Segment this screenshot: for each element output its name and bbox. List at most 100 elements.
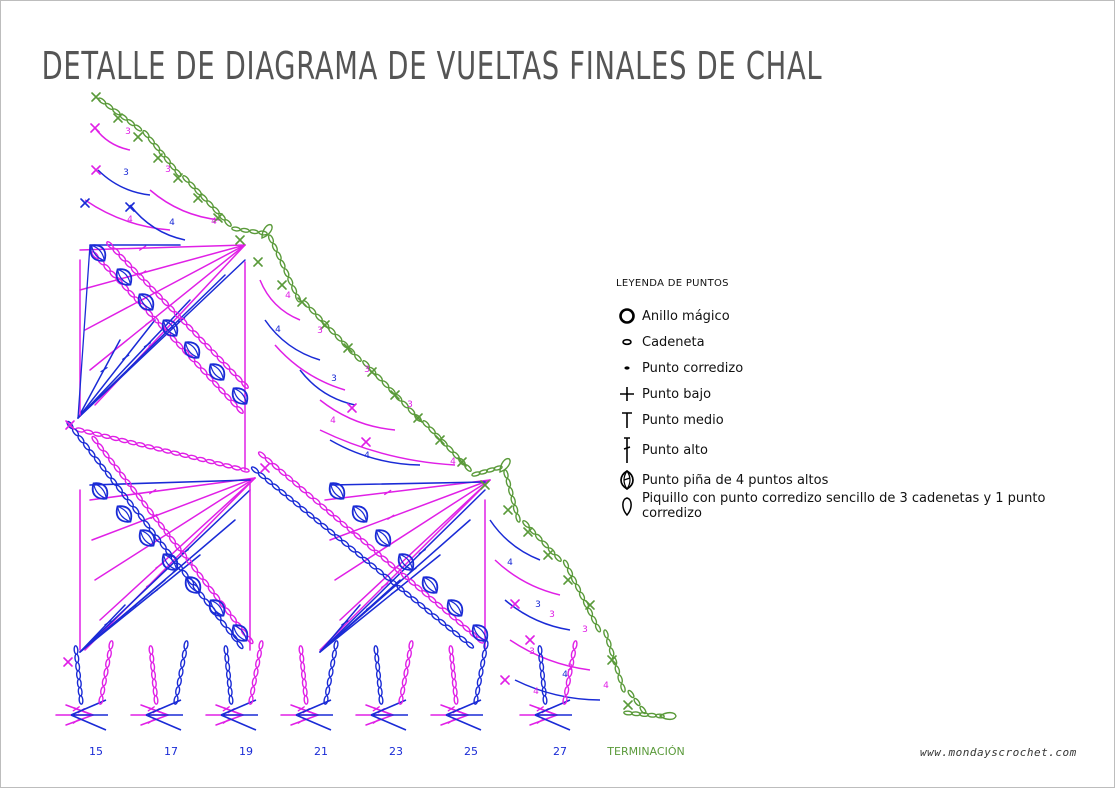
single-crochet-mark bbox=[543, 550, 553, 560]
round-label: 21 bbox=[314, 745, 328, 758]
chain-stitch bbox=[275, 251, 282, 261]
cross-stroke bbox=[277, 280, 287, 290]
chain-stitch bbox=[378, 695, 384, 705]
pineapple-inner bbox=[232, 387, 248, 405]
stitch-arc bbox=[514, 679, 601, 701]
pineapple-stitch bbox=[397, 553, 415, 571]
chain-stitch bbox=[450, 670, 457, 680]
round-label: 19 bbox=[239, 745, 253, 758]
stitch-count: 3 bbox=[549, 610, 555, 620]
chain-stitch bbox=[475, 685, 481, 696]
chain-stitch bbox=[231, 226, 241, 232]
double-crochet-stroke bbox=[290, 714, 319, 726]
pineapple-inner bbox=[92, 482, 108, 500]
double-crochet-bar bbox=[139, 245, 147, 251]
stitch-count: 4 bbox=[211, 217, 217, 227]
pineapple-outline bbox=[374, 529, 392, 547]
chain-stitch bbox=[562, 559, 570, 569]
chain-stitch bbox=[400, 685, 406, 696]
chain-stitch bbox=[231, 465, 242, 471]
chain-stitch bbox=[315, 313, 323, 322]
single-crochet-mark bbox=[320, 320, 330, 330]
picot-icon bbox=[622, 497, 632, 517]
chain-stitch bbox=[101, 433, 111, 440]
chain-stitch bbox=[478, 469, 489, 475]
chain-stitch bbox=[375, 373, 383, 382]
chain-stitch bbox=[639, 711, 649, 718]
cross-stroke bbox=[193, 193, 203, 203]
double-crochet-stroke bbox=[140, 714, 169, 726]
chain-stitch bbox=[283, 268, 290, 278]
stitch-count: 4 bbox=[127, 215, 133, 225]
double-crochet-stroke bbox=[329, 479, 491, 541]
stitch-count: 3 bbox=[535, 600, 541, 610]
pineapple-stitch bbox=[446, 599, 464, 617]
chain-stitch bbox=[450, 661, 456, 672]
chain-stitch bbox=[74, 653, 80, 664]
chain-stitch bbox=[375, 661, 381, 672]
pineapple-inner bbox=[352, 505, 368, 523]
pineapple-inner bbox=[375, 529, 391, 547]
round-label: 23 bbox=[389, 745, 403, 758]
cross-stroke bbox=[435, 435, 445, 445]
stitch-arc bbox=[259, 279, 301, 321]
chain-stitch bbox=[541, 540, 550, 549]
legend-item: Punto medio bbox=[616, 407, 1106, 433]
chain-stitch bbox=[594, 623, 602, 633]
single-crochet-mark bbox=[260, 463, 270, 473]
single-crochet-mark bbox=[361, 437, 371, 447]
single-crochet-icon bbox=[620, 387, 634, 401]
chain-stitch bbox=[522, 520, 530, 528]
pineapple-stitch bbox=[138, 529, 156, 547]
double-crochet-stroke bbox=[334, 479, 491, 581]
chain-stitch bbox=[539, 670, 546, 680]
double-crochet-stroke bbox=[319, 554, 441, 653]
chain-stitch bbox=[298, 645, 304, 655]
stitch-fan bbox=[70, 699, 108, 731]
chain-stitch bbox=[227, 686, 233, 697]
chain-stitch bbox=[150, 670, 157, 680]
chain-stitch bbox=[617, 674, 623, 684]
chain-stitch bbox=[108, 640, 114, 650]
cross-stroke bbox=[91, 92, 101, 102]
pineapple-inner bbox=[162, 553, 178, 571]
round-labels: 15 17 19 21 23 25 27 TERMINACIÓN bbox=[89, 745, 685, 758]
page-title: DETALLE DE DIAGRAMA DE VUELTAS FINALES D… bbox=[41, 44, 823, 88]
chain-stitch bbox=[540, 678, 546, 689]
chain-stitch bbox=[471, 471, 481, 477]
stitch-count: 3 bbox=[123, 168, 129, 178]
chain-stitch bbox=[374, 653, 380, 664]
stitch-arc bbox=[319, 399, 396, 431]
single-crochet-mark bbox=[435, 435, 445, 445]
ring-icon bbox=[619, 308, 635, 324]
chain-stitch bbox=[528, 526, 537, 535]
pineapple-stitch bbox=[183, 341, 201, 359]
chain-stitch bbox=[481, 649, 487, 660]
stitch-arc bbox=[299, 369, 356, 406]
stitch-fan bbox=[295, 699, 333, 731]
double-crochet-bar bbox=[297, 718, 305, 724]
single-crochet-mark bbox=[80, 198, 90, 208]
chain-stitch bbox=[241, 381, 249, 389]
single-crochet-mark bbox=[523, 527, 533, 537]
stitch-fan bbox=[370, 699, 408, 731]
double-crochet-bar bbox=[372, 718, 380, 724]
chain-stitch bbox=[620, 683, 626, 693]
single-crochet-mark bbox=[413, 413, 423, 423]
chain-stitch bbox=[485, 467, 496, 473]
chain-stitch bbox=[539, 661, 545, 672]
cross-stroke bbox=[510, 599, 520, 609]
round-label: 25 bbox=[464, 745, 478, 758]
legend-item-label: Punto medio bbox=[642, 412, 724, 428]
chain-stitch bbox=[406, 649, 412, 660]
cross-stroke bbox=[525, 635, 535, 645]
stitch-arc bbox=[329, 439, 421, 466]
chain-stitch bbox=[362, 360, 370, 368]
chain-stitch bbox=[180, 658, 186, 669]
double-crochet-stroke bbox=[529, 714, 558, 726]
stitch-count: 4 bbox=[285, 291, 291, 301]
double-crochet-icon bbox=[623, 437, 631, 463]
chain-stitch bbox=[144, 444, 155, 450]
double-crochet-bar bbox=[384, 489, 392, 496]
cross-stroke bbox=[361, 437, 371, 447]
